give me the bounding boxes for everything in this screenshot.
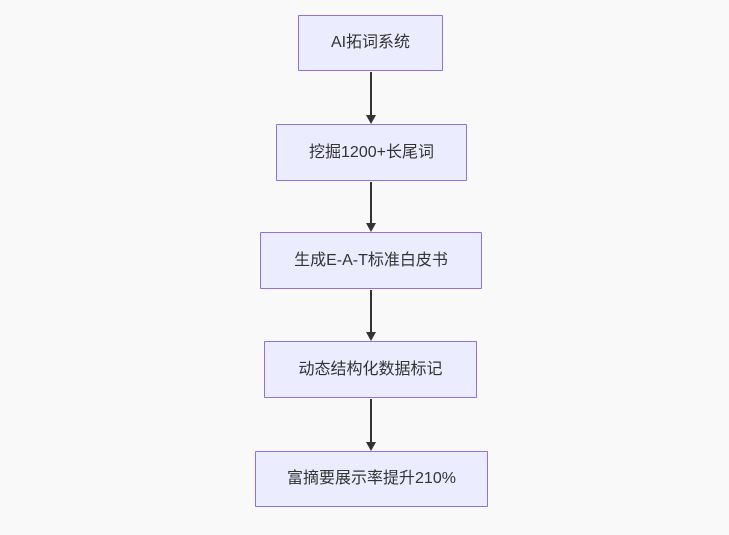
arrowhead-down-icon xyxy=(366,332,376,341)
edge-line xyxy=(370,399,372,444)
arrowhead-down-icon xyxy=(366,223,376,232)
edge-line xyxy=(370,290,372,334)
arrowhead-down-icon xyxy=(366,115,376,124)
edge-line xyxy=(370,72,372,117)
flowchart-edge-n2-n3 xyxy=(366,182,376,232)
flowchart-edge-n3-n4 xyxy=(366,290,376,341)
flowchart-node-ai-word-expansion-system: AI拓词系统 xyxy=(298,15,443,71)
flowchart-edge-n4-n5 xyxy=(366,399,376,451)
flowchart-node-rich-snippet-rate-increase: 富摘要展示率提升210% xyxy=(255,451,488,507)
flowchart-node-dynamic-structured-data-markup: 动态结构化数据标记 xyxy=(264,341,477,398)
flowchart-node-mine-longtail-keywords: 挖掘1200+长尾词 xyxy=(276,124,467,181)
arrowhead-down-icon xyxy=(366,442,376,451)
flowchart-node-generate-eat-whitepaper: 生成E-A-T标准白皮书 xyxy=(260,232,482,289)
edge-line xyxy=(370,182,372,225)
flowchart-edge-n1-n2 xyxy=(366,72,376,124)
